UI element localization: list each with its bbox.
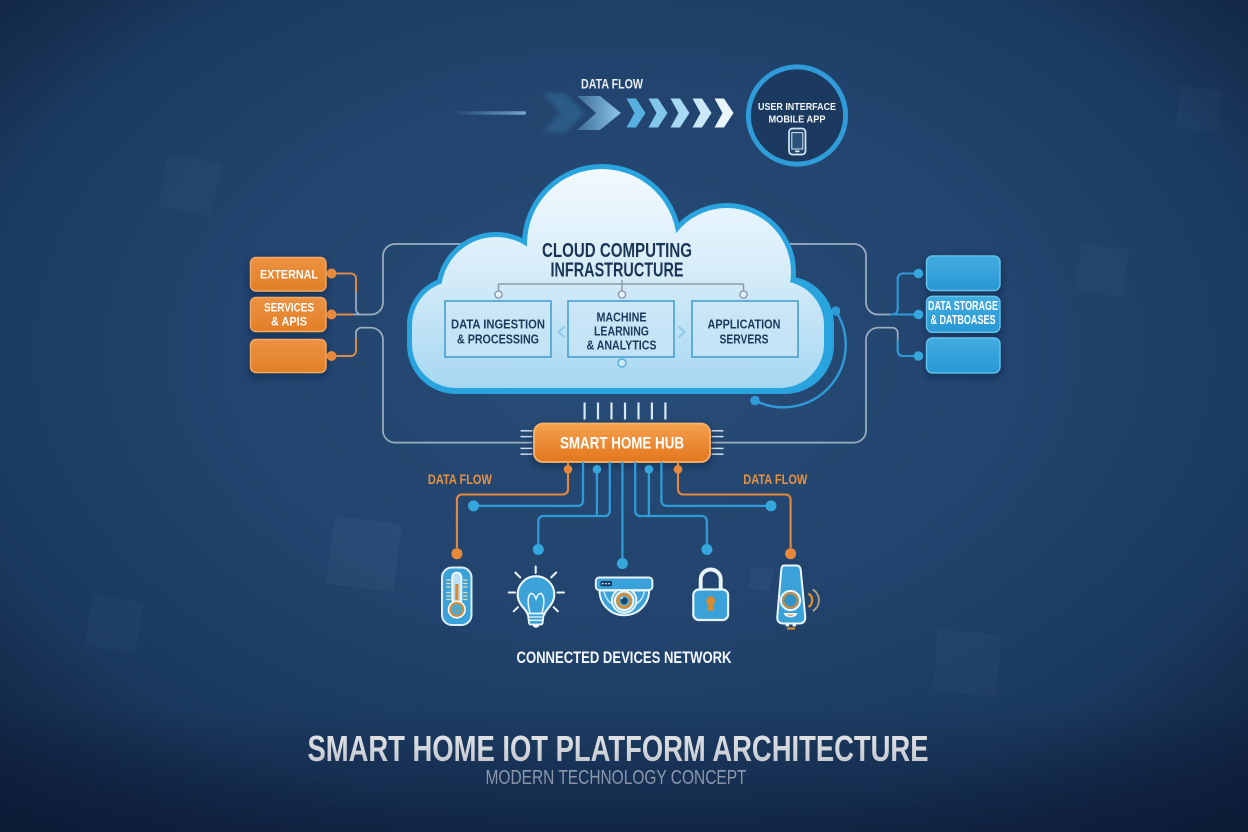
- svg-text:LEARNING: LEARNING: [594, 325, 649, 339]
- svg-text:CONNECTED DEVICES NETWORK: CONNECTED DEVICES NETWORK: [517, 649, 732, 667]
- svg-text:MODERN TECHNOLOGY CONCEPT: MODERN TECHNOLOGY CONCEPT: [486, 767, 747, 789]
- svg-text:DATA FLOW: DATA FLOW: [743, 471, 808, 487]
- svg-text:DATA FLOW: DATA FLOW: [581, 77, 643, 92]
- svg-text:& DATBOASES: & DATBOASES: [931, 313, 996, 327]
- svg-text:EXTERNAL: EXTERNAL: [260, 270, 318, 282]
- svg-text:SMART HOME IOT PLATFORM ARCHIT: SMART HOME IOT PLATFORM ARCHITECTURE: [308, 728, 929, 769]
- svg-text:& ANALYTICS: & ANALYTICS: [587, 339, 657, 353]
- svg-text:SERVICES: SERVICES: [264, 303, 314, 315]
- svg-text:SMART HOME HUB: SMART HOME HUB: [560, 435, 684, 453]
- svg-text:USER INTERFACE: USER INTERFACE: [758, 101, 836, 113]
- svg-text:MOBILE APP: MOBILE APP: [769, 114, 826, 126]
- svg-text:APPLICATION: APPLICATION: [708, 318, 781, 332]
- svg-text:DATA INGESTION: DATA INGESTION: [451, 318, 545, 332]
- svg-text:& PROCESSING: & PROCESSING: [457, 333, 539, 347]
- svg-text:DATA FLOW: DATA FLOW: [428, 471, 493, 487]
- svg-text:& APIS: & APIS: [271, 317, 307, 329]
- svg-text:INFRASTRUCTURE: INFRASTRUCTURE: [551, 259, 684, 282]
- svg-text:DATA STORAGE: DATA STORAGE: [928, 299, 998, 313]
- svg-text:SERVERS: SERVERS: [720, 333, 769, 347]
- svg-text:MACHINE: MACHINE: [597, 311, 647, 325]
